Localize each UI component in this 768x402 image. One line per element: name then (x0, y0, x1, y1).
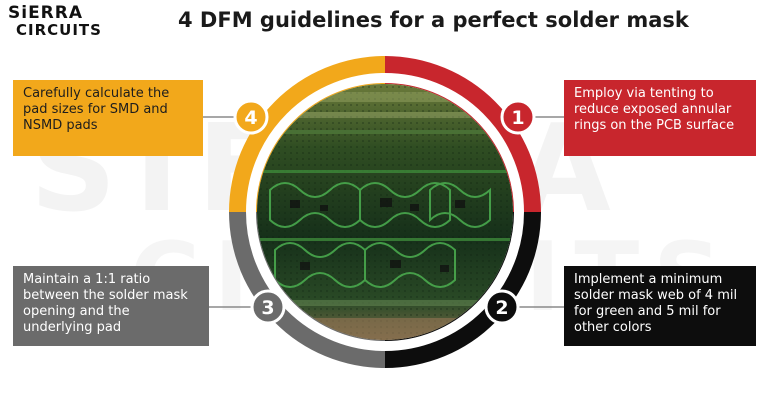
guideline-2-box: Implement a minimum solder mask web of 4… (564, 266, 756, 346)
badge-4-label: 4 (244, 107, 257, 129)
badge-3-label: 3 (261, 297, 274, 319)
badge-2-label: 2 (495, 297, 508, 319)
number-badge-1: 1 (500, 99, 536, 135)
badge-1-label: 1 (511, 107, 524, 129)
number-badge-2: 2 (484, 289, 520, 325)
sierra-circuits-logo: SiERRA CIRCUITS (8, 4, 112, 42)
guideline-4-box: Carefully calculate the pad sizes for SM… (13, 80, 203, 156)
guideline-3-box: Maintain a 1:1 ratio between the solder … (13, 266, 209, 346)
page-title: 4 DFM guidelines for a perfect solder ma… (178, 8, 689, 32)
pcb-board-photo (257, 84, 513, 340)
ring-segment-3 (229, 212, 385, 368)
logo-line-1: SiERRA (8, 3, 84, 23)
ring-segment-1 (385, 56, 541, 212)
ring-segment-4 (229, 56, 385, 212)
logo-line-2: CIRCUITS (16, 21, 102, 39)
ring-segment-2 (385, 212, 541, 368)
number-badge-3: 3 (250, 289, 286, 325)
number-badge-4: 4 (233, 99, 269, 135)
guideline-1-box: Employ via tenting to reduce exposed ann… (564, 80, 756, 156)
